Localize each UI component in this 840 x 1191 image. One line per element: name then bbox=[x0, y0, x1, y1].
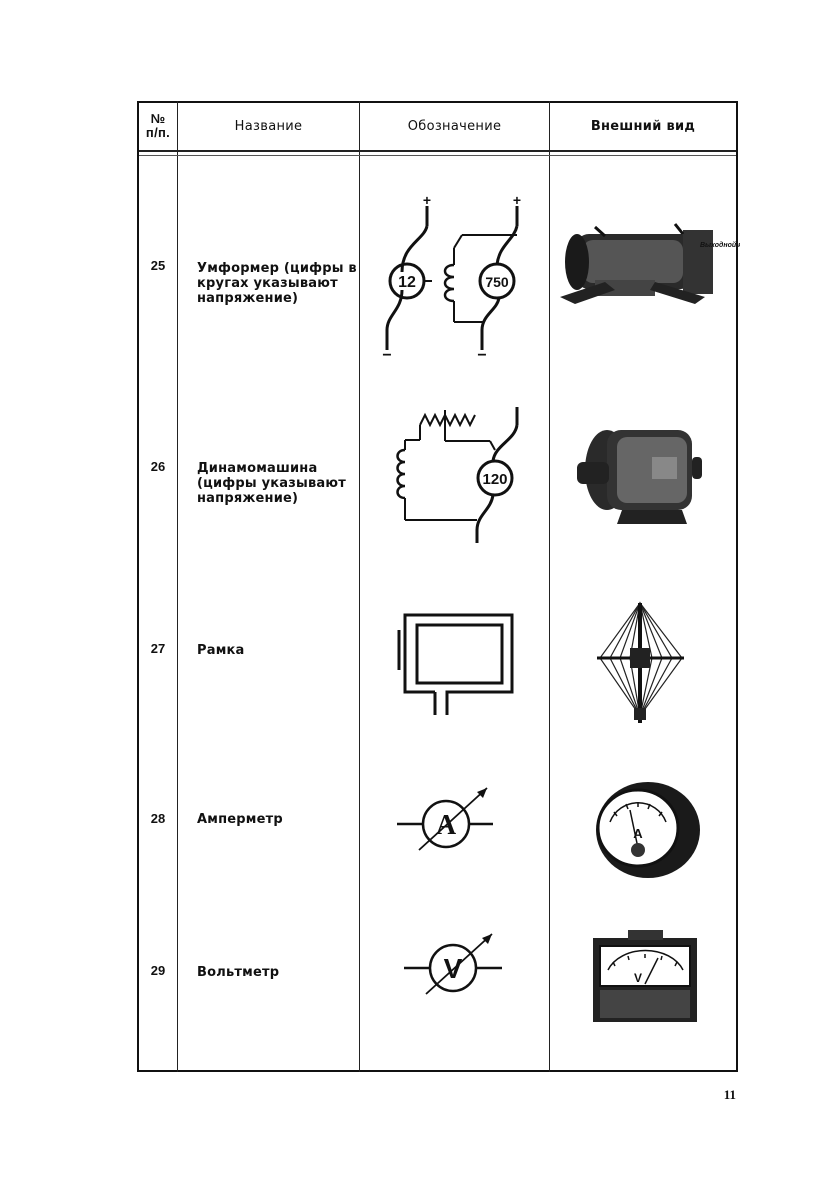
row-number: 26 bbox=[150, 459, 166, 474]
minus-sign-right: − bbox=[477, 347, 486, 360]
header-divider bbox=[139, 150, 736, 152]
voltmeter-image: V bbox=[593, 930, 697, 1022]
header-number-abbr: п/п. bbox=[145, 125, 171, 140]
column-divider-name bbox=[359, 101, 360, 1072]
row-name: Рамка bbox=[197, 643, 245, 658]
row-name: Динамомашина (цифры указывают напряжение… bbox=[197, 461, 346, 506]
row-number: 29 bbox=[150, 963, 166, 978]
row-name: Умформер (цифры в кругах указывают напря… bbox=[197, 261, 357, 306]
table-frame bbox=[137, 101, 738, 1072]
umformer-symbol: 12 750 + + − − bbox=[382, 192, 521, 360]
ammeter-symbol: A bbox=[397, 787, 493, 851]
umformer-right-value: 750 bbox=[485, 274, 509, 290]
plus-sign-right: + bbox=[513, 192, 521, 208]
ammeter-letter: A bbox=[436, 810, 457, 841]
umformer-image-caption: Выходной колодка bbox=[700, 241, 740, 249]
header-divider-secondary bbox=[139, 155, 736, 156]
page-number: 11 bbox=[723, 1087, 736, 1102]
umformer-left-value: 12 bbox=[398, 274, 416, 291]
umformer-image: Выходной колодка bbox=[560, 223, 740, 304]
row-number: 28 bbox=[150, 811, 166, 826]
row-name: Амперметр bbox=[197, 812, 283, 827]
plus-sign-left: + bbox=[423, 192, 431, 208]
column-divider-num bbox=[177, 101, 178, 1072]
row-number: 25 bbox=[150, 258, 166, 273]
ammeter-dial-letter: A bbox=[633, 826, 643, 841]
header-view: Внешний вид bbox=[590, 118, 696, 134]
voltmeter-symbol: V bbox=[404, 933, 502, 995]
voltmeter-letter: V bbox=[444, 953, 463, 984]
dynamo-value: 120 bbox=[482, 471, 507, 488]
frame-antenna-symbol bbox=[397, 613, 514, 715]
header-name: Название bbox=[234, 118, 303, 134]
header-number: № п/п. bbox=[139, 101, 177, 151]
column-divider-symbol bbox=[549, 101, 550, 1072]
row-number: 27 bbox=[150, 641, 166, 656]
header-symbol: Обозначение bbox=[407, 118, 502, 134]
ammeter-image: A bbox=[596, 782, 700, 878]
header-number-sign: № bbox=[150, 111, 166, 126]
voltmeter-dial-letter: V bbox=[634, 971, 642, 985]
row-name: Вольтметр bbox=[197, 965, 280, 980]
dynamo-image bbox=[577, 430, 702, 524]
dynamo-symbol: 120 bbox=[396, 407, 519, 543]
frame-antenna-image bbox=[597, 601, 684, 723]
minus-sign-left: − bbox=[382, 347, 391, 360]
